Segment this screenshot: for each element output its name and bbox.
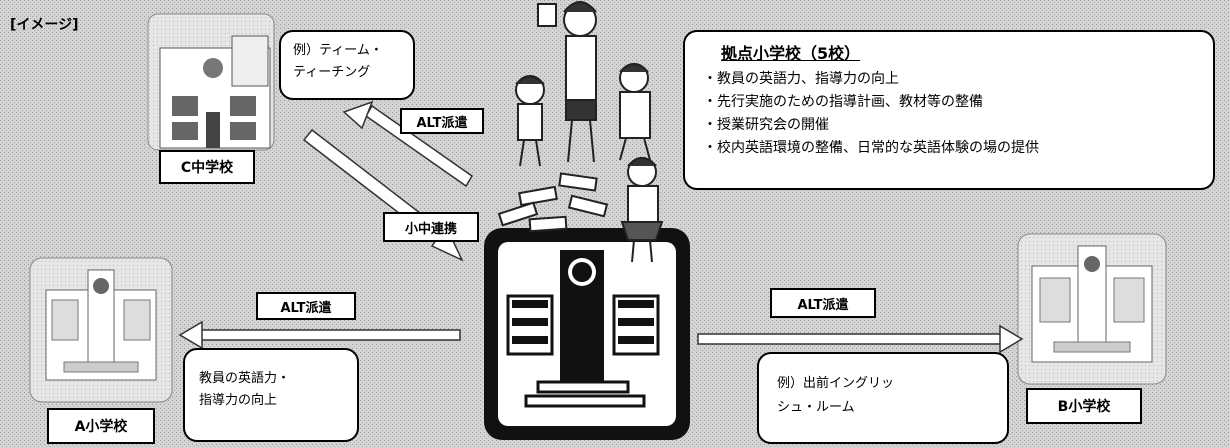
children-illustration <box>497 1 664 263</box>
elementary-junior-high-link-label: 小中連携 <box>383 212 479 242</box>
example-teacher-improvement: 教員の英語力・ 指導力の向上 <box>183 348 359 442</box>
example-line: ティーチング <box>293 65 371 80</box>
hub-school-title: 拠点小学校（5校） <box>721 44 861 63</box>
example-english-room: 例）出前イングリッ シュ・ルーム <box>757 352 1009 444</box>
image-tag: [イメージ] <box>10 17 79 33</box>
diagonal-arrow-up <box>342 100 474 188</box>
a-school-building-icon <box>29 257 173 403</box>
hub-school-list: ・教員の英語力、指導力の向上 ・先行実施のための指導計画、教材等の整備 ・授業研… <box>703 68 1195 160</box>
right-arrow <box>697 324 1024 354</box>
c-school-building-icon <box>147 13 275 151</box>
alt-dispatch-label-right: ALT派遣 <box>770 288 876 318</box>
list-item: ・先行実施のための指導計画、教材等の整備 <box>703 94 983 110</box>
example-line: 指導力の向上 <box>199 393 278 408</box>
example-line: 例）出前イングリッ <box>777 376 895 391</box>
b-school-label: B小学校 <box>1026 388 1142 424</box>
alt-dispatch-label-top: ALT派遣 <box>400 108 484 134</box>
list-item: ・授業研究会の開催 <box>703 117 829 133</box>
example-line: シュ・ルーム <box>777 400 855 415</box>
example-team-teaching: 例）ティーム・ ティーチング <box>279 30 415 100</box>
list-item: ・教員の英語力、指導力の向上 <box>703 71 899 87</box>
c-school-label: C中学校 <box>159 150 255 184</box>
b-school-building-icon <box>1017 233 1167 385</box>
left-arrow <box>178 320 461 350</box>
example-line: 例）ティーム・ <box>293 43 383 58</box>
hub-school-building-icon <box>484 228 690 440</box>
list-item: ・校内英語環境の整備、日常的な英語体験の場の提供 <box>703 140 1039 156</box>
a-school-label: A小学校 <box>47 408 155 444</box>
alt-dispatch-label-left: ALT派遣 <box>256 292 356 320</box>
hub-school-description: 拠点小学校（5校） ・教員の英語力、指導力の向上 ・先行実施のための指導計画、教… <box>683 30 1215 190</box>
example-line: 教員の英語力・ <box>199 371 291 386</box>
